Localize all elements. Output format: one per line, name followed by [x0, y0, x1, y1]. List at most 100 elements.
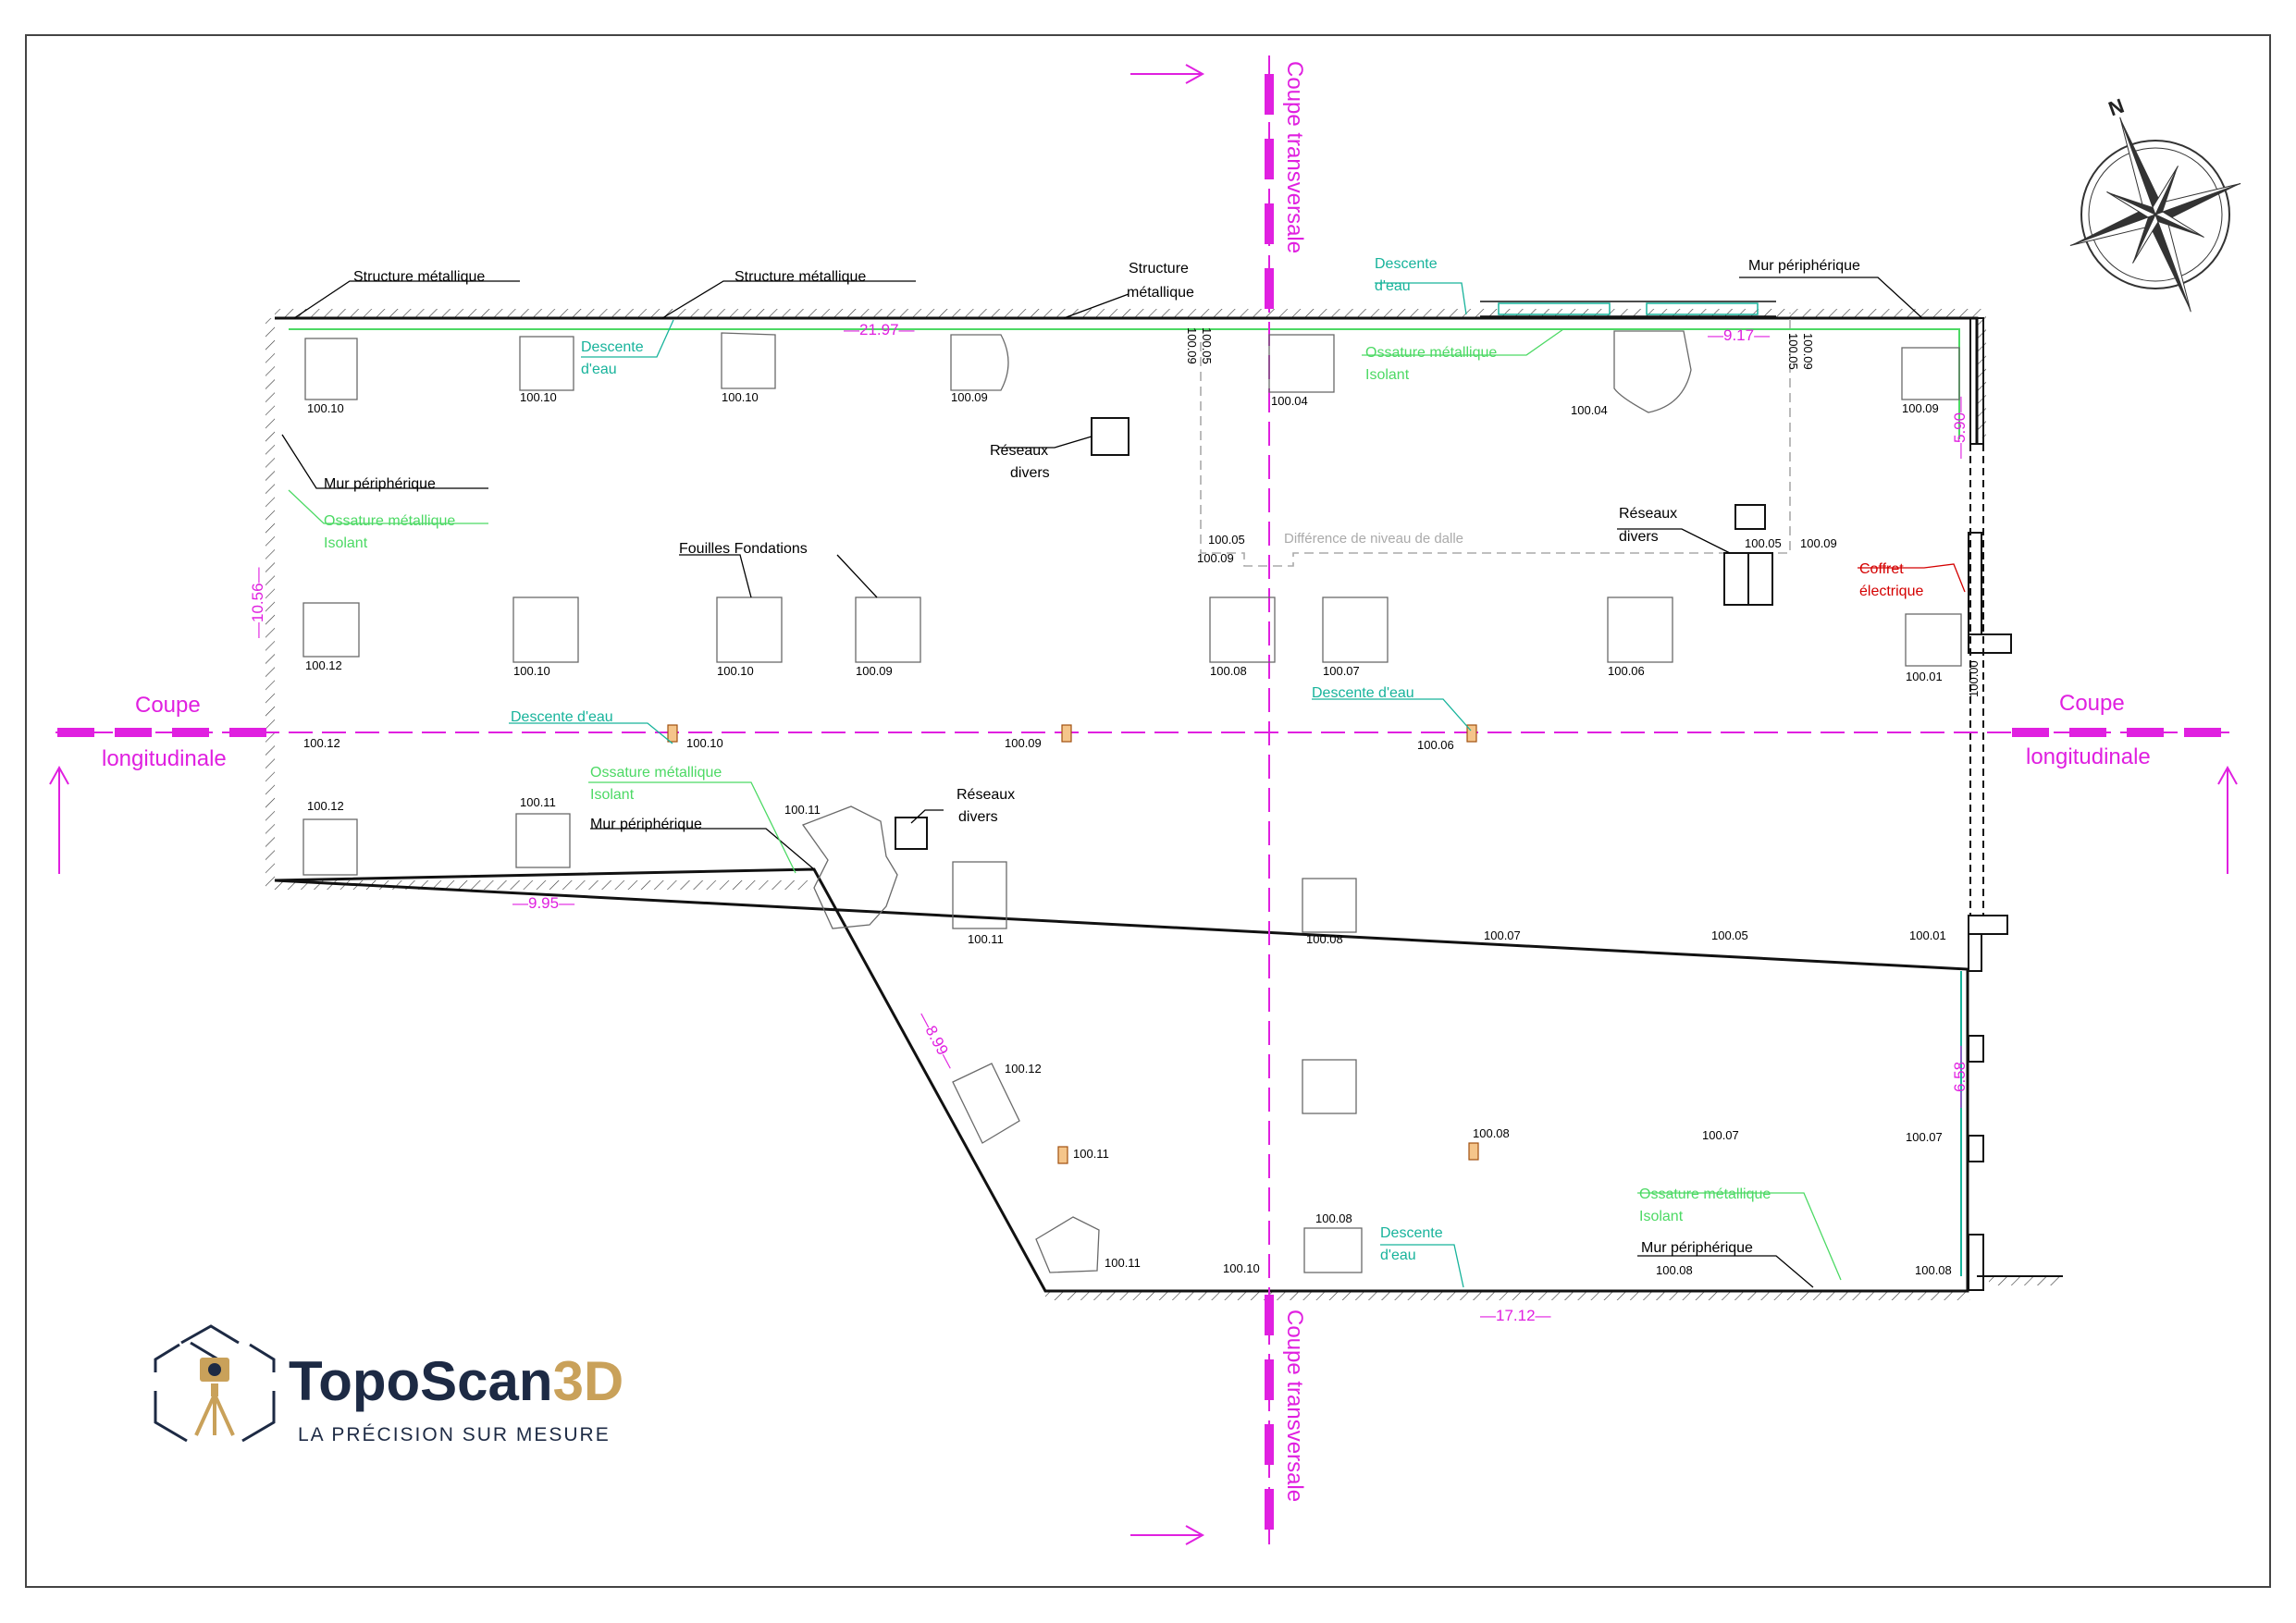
elev-31: 100.07 [1702, 1128, 1739, 1142]
elev-vert-4: 100.05 [1786, 333, 1800, 370]
elev-26: 100.05 [1711, 928, 1748, 942]
elev-29: 100.11 [1073, 1147, 1109, 1161]
elev-37: 100.08 [1915, 1263, 1952, 1277]
elev-24: 100.08 [1306, 932, 1343, 946]
elev-4: 100.09 [951, 390, 988, 404]
elev-28: 100.12 [1005, 1062, 1042, 1076]
elev-35: 100.10 [1223, 1261, 1260, 1275]
elev-13: 100.07 [1323, 664, 1360, 678]
elev-38: 100.05 [1208, 533, 1245, 547]
elev-8: 100.12 [305, 658, 342, 672]
label-reseaux-1b: divers [1010, 465, 1050, 481]
label-ossature-4a: Ossature métallique [1639, 1187, 1771, 1202]
label-structure-2: Structure métallique [734, 269, 866, 285]
elev-vert-3: 100.09 [1801, 333, 1815, 370]
label-structure-3b: métallique [1127, 285, 1194, 301]
elev-10: 100.10 [717, 664, 754, 678]
label-descente-1b: d'eau [581, 362, 617, 377]
label-descente-5a: Descente [1380, 1225, 1443, 1241]
elev-1: 100.10 [307, 401, 344, 415]
elev-21: 100.11 [520, 795, 556, 809]
elev-32: 100.07 [1906, 1130, 1943, 1144]
elev-39: 100.09 [1197, 551, 1234, 565]
elev-42: 100.00 [1967, 660, 1981, 697]
label-ossature-2a: Ossature métallique [1365, 345, 1497, 361]
elev-40: 100.05 [1745, 536, 1782, 550]
label-structure-1: Structure métallique [353, 269, 485, 285]
elev-vert-2: 100.09 [1185, 327, 1199, 364]
label-ossature-1b: Isolant [324, 535, 368, 551]
elev-3: 100.10 [722, 390, 759, 404]
elev-27: 100.01 [1909, 928, 1946, 942]
elev-6: 100.04 [1571, 403, 1608, 417]
elev-16: 100.12 [303, 736, 340, 750]
east-wall-details [1960, 317, 2063, 1291]
label-mur-2: Mur périphérique [324, 476, 436, 492]
dim-west: —10.56— [249, 567, 266, 638]
leader-lines [281, 277, 1966, 1288]
elev-2: 100.10 [520, 390, 557, 404]
elev-41: 100.09 [1800, 536, 1837, 550]
label-reseaux-2a: Réseaux [1619, 506, 1677, 522]
elev-15: 100.01 [1906, 670, 1943, 683]
label-coupe-long-left-1: Coupe [135, 693, 201, 718]
elev-19: 100.06 [1417, 738, 1454, 752]
dimension-labels: —21.97— —9.17— —5.90— —10.56— —9.95— —8.… [249, 321, 1969, 1324]
compass-rose-icon: N [2069, 94, 2241, 313]
foundation-pits [302, 330, 1962, 1273]
compass-north: N [2105, 94, 2127, 121]
section-lines [49, 55, 2238, 1545]
level-difference-line [1200, 313, 1791, 567]
label-reseaux-3a: Réseaux [957, 787, 1015, 803]
network-boxes [895, 417, 1773, 850]
structure-labels: Structure métallique Structure métalliqu… [324, 258, 1923, 1256]
elev-5: 100.04 [1271, 394, 1308, 408]
dim-south-right: —17.12— [1480, 1307, 1551, 1324]
descente-labels: Descente d'eau Descente d'eau Descente d… [511, 256, 1443, 1263]
dim-top-left: —21.97— [844, 321, 915, 338]
ossature-labels: Ossature métallique Isolant Ossature mét… [324, 345, 1771, 1224]
label-coupe-long-right-1: Coupe [2059, 691, 2125, 716]
label-mur-4: Mur périphérique [1641, 1240, 1753, 1256]
elev-20: 100.12 [307, 799, 344, 813]
ossature-line [289, 328, 1960, 439]
section-labels: Coupe longitudinale Coupe longitudinale … [102, 61, 2151, 1502]
label-coffret-b: électrique [1859, 584, 1923, 599]
label-coffret-a: Coffret [1859, 561, 1904, 577]
label-structure-3a: Structure [1129, 261, 1189, 277]
downpipe-markers [667, 724, 1479, 1164]
label-mur-3: Mur périphérique [590, 817, 702, 832]
elev-9: 100.10 [513, 664, 550, 678]
label-reseaux-3b: divers [958, 809, 998, 825]
label-descente-5b: d'eau [1380, 1248, 1416, 1263]
elev-12: 100.08 [1210, 664, 1247, 678]
label-descente-4: Descente d'eau [1312, 685, 1414, 701]
dim-top-right: —9.17— [1708, 326, 1770, 344]
tripod-scanner-icon [154, 1324, 276, 1443]
dim-south-left: —9.95— [512, 894, 574, 912]
label-fouilles: Fouilles Fondations [679, 541, 808, 557]
label-ossature-3a: Ossature métallique [590, 765, 722, 781]
elev-30: 100.08 [1473, 1126, 1510, 1140]
label-descente-2a: Descente [1375, 256, 1438, 272]
elev-17: 100.10 [686, 736, 723, 750]
company-logo: TopoScan3D LA PRÉCISION SUR MESURE [154, 1324, 623, 1445]
elev-33: 100.08 [1315, 1211, 1352, 1225]
label-difference: Différence de niveau de dalle [1284, 531, 1463, 547]
label-coupe-trans-top: Coupe transversale [1282, 61, 1307, 253]
label-descente-2b: d'eau [1375, 278, 1411, 294]
label-ossature-4b: Isolant [1639, 1209, 1684, 1224]
label-coupe-trans-bottom: Coupe transversale [1282, 1309, 1307, 1502]
sheet-border [25, 34, 2271, 1588]
elev-7: 100.09 [1902, 401, 1939, 415]
north-windows [1480, 301, 1776, 317]
elev-36: 100.08 [1656, 1263, 1693, 1277]
label-reseaux-1a: Réseaux [990, 443, 1048, 459]
elev-25: 100.07 [1484, 928, 1521, 942]
label-descente-1a: Descente [581, 339, 644, 355]
elev-14: 100.06 [1608, 664, 1645, 678]
logo-name-part1: TopoScan [289, 1350, 553, 1412]
dim-east-upper: —5.90— [1951, 397, 1969, 459]
label-coupe-long-left-2: longitudinale [102, 746, 227, 771]
elev-22: 100.11 [784, 803, 821, 817]
